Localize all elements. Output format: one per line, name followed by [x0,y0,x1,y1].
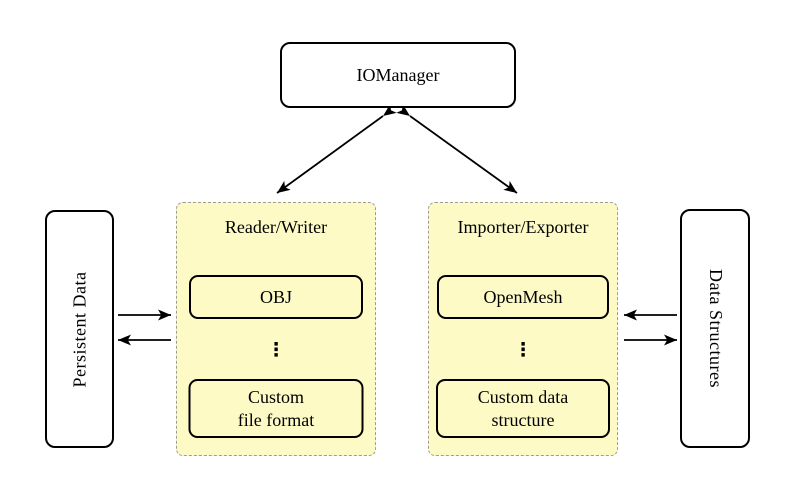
arrow-iomanager-importerexporter [396,103,518,194]
reader-writer-group: Reader/Writer OBJ ⋮ Custom file format [176,202,376,456]
iomanager-node: IOManager [280,42,516,108]
reader-writer-title: Reader/Writer [224,217,328,237]
openmesh-label: OpenMesh [483,286,563,307]
data-structures-node: Data Structures [680,209,750,448]
importer-exporter-ellipsis: ⋮ [513,339,533,361]
obj-node: OBJ [189,275,363,319]
iomanager-label: IOManager [356,64,440,85]
importer-exporter-title: Importer/Exporter [457,217,589,237]
reader-writer-ellipsis: ⋮ [266,339,286,361]
openmesh-node: OpenMesh [437,275,609,319]
custom-data-structure-label: Custom data structure [477,387,569,430]
custom-data-structure-node: Custom data structure [436,379,610,438]
custom-file-format-label: Custom file format [237,387,315,430]
obj-label: OBJ [259,286,292,307]
persistent-data-node: Persistent Data [45,210,114,448]
importer-exporter-group: Importer/Exporter OpenMesh ⋮ Custom data… [428,202,618,456]
persistent-data-label: Persistent Data [69,271,90,387]
custom-file-format-node: Custom file format [188,379,364,438]
data-structures-label: Data Structures [705,269,726,388]
arrow-iomanager-readerwriter [276,103,397,194]
